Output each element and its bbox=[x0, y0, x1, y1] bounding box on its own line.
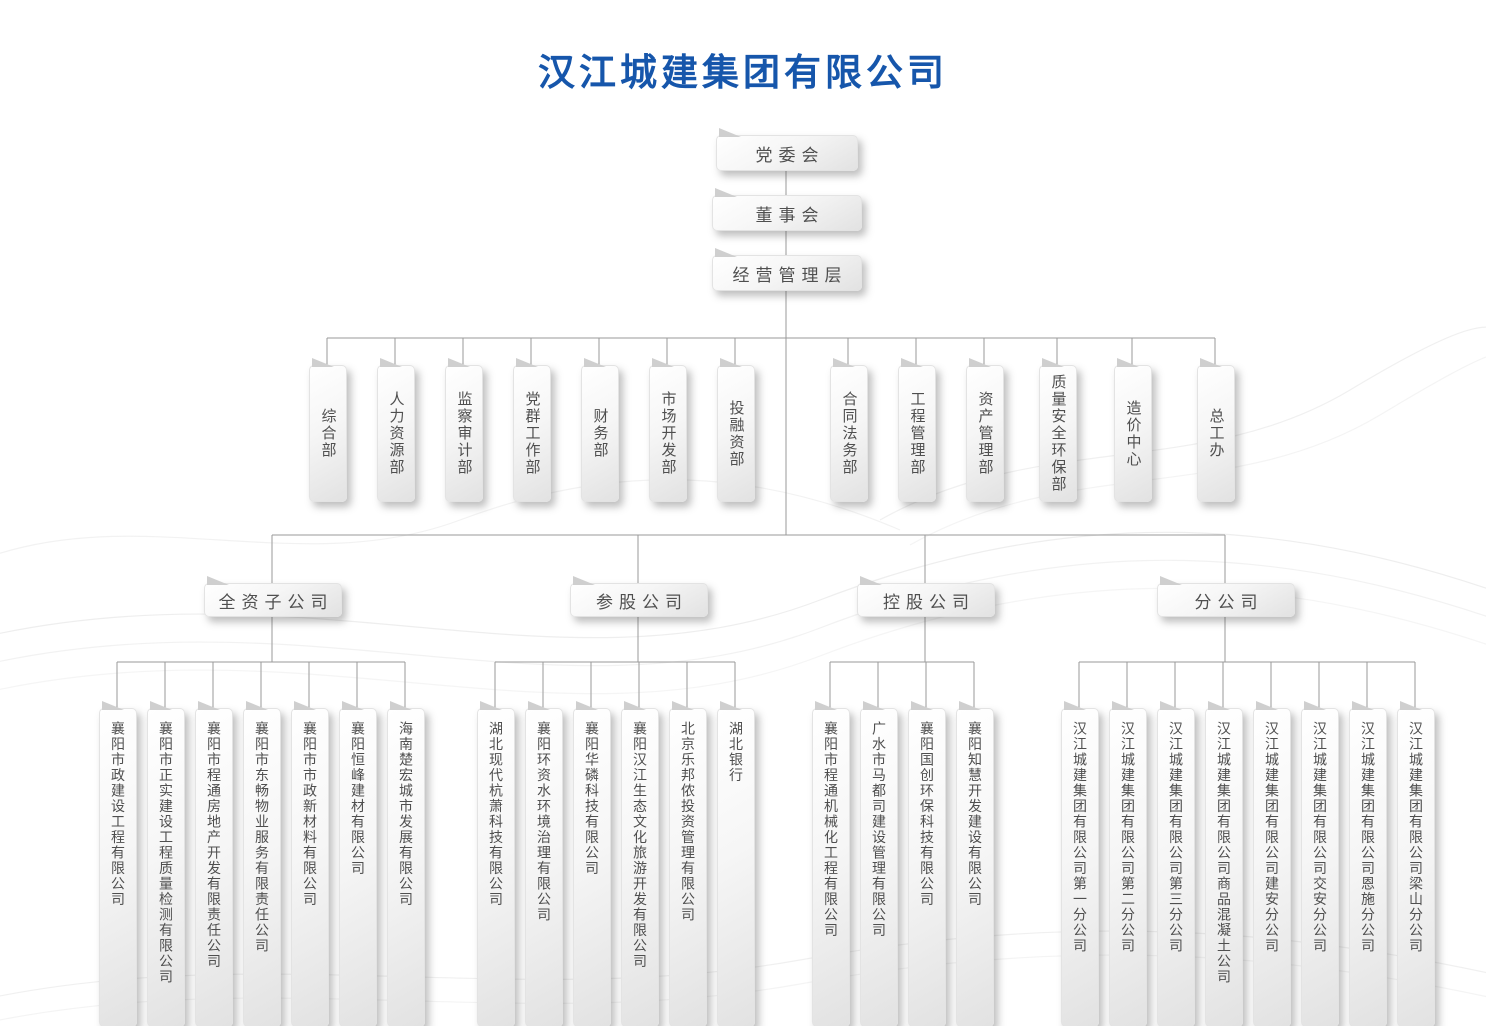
company-box-label: 湖北银行 bbox=[728, 721, 744, 783]
department-box-label: 人力资源部 bbox=[387, 391, 405, 476]
department-box: 财务部 bbox=[581, 358, 619, 502]
company-box-label: 襄阳市政建设工程有限公司 bbox=[110, 721, 126, 907]
company-box-label: 襄阳市程通机械化工程有限公司 bbox=[823, 721, 839, 938]
company-box: 襄阳市市政新材料有限公司 bbox=[291, 701, 329, 1026]
page-title: 汉江城建集团有限公司 bbox=[538, 52, 948, 93]
group-box-wholly-owned-subsidiaries-label: 全资子公司 bbox=[218, 592, 334, 612]
company-box-label: 汉江城建集团有限公司恩施分公司 bbox=[1360, 721, 1376, 954]
company-box-label: 汉江城建集团有限公司建安分公司 bbox=[1264, 721, 1280, 954]
management-layer-box-label: 经营管理层 bbox=[732, 265, 848, 285]
group-box-participating-companies: 参股公司 bbox=[570, 576, 708, 617]
company-box: 汉江城建集团有限公司第一分公司 bbox=[1061, 701, 1099, 1026]
company-box-label: 汉江城建集团有限公司第三分公司 bbox=[1168, 721, 1184, 954]
company-box-label: 襄阳市市政新材料有限公司 bbox=[302, 721, 318, 907]
company-box-label: 襄阳市程通房地产开发有限责任公司 bbox=[206, 721, 222, 969]
company-box-label: 广水市马都司建设管理有限公司 bbox=[871, 721, 887, 938]
party-committee-box-label: 党委会 bbox=[755, 145, 825, 165]
board-of-directors-box-label: 董事会 bbox=[755, 205, 825, 225]
department-box: 总工办 bbox=[1197, 358, 1235, 502]
company-box: 襄阳市程通机械化工程有限公司 bbox=[812, 701, 850, 1026]
department-box-label: 合同法务部 bbox=[840, 391, 858, 476]
company-box: 襄阳汉江生态文化旅游开发有限公司 bbox=[621, 701, 659, 1026]
company-box: 襄阳华磷科技有限公司 bbox=[573, 701, 611, 1026]
department-box-label: 资产管理部 bbox=[976, 391, 994, 476]
group-box-participating-companies-label: 参股公司 bbox=[596, 592, 688, 612]
company-box-label: 襄阳市东畅物业服务有限责任公司 bbox=[254, 721, 270, 954]
company-box-label: 海南楚宏城市发展有限公司 bbox=[398, 721, 414, 907]
company-box-label: 襄阳恒峰建材有限公司 bbox=[350, 721, 366, 876]
company-box: 襄阳市东畅物业服务有限责任公司 bbox=[243, 701, 281, 1026]
company-box-label: 汉江城建集团有限公司第一分公司 bbox=[1072, 721, 1088, 954]
company-box-label: 襄阳国创环保科技有限公司 bbox=[919, 721, 935, 907]
company-box: 海南楚宏城市发展有限公司 bbox=[387, 701, 425, 1026]
company-box: 湖北现代杭萧科技有限公司 bbox=[477, 701, 515, 1026]
department-box-label: 工程管理部 bbox=[908, 391, 926, 476]
department-box-label: 财务部 bbox=[591, 408, 609, 459]
company-box-label: 汉江城建集团有限公司商品混凝土公司 bbox=[1216, 721, 1232, 985]
group-box-holding-companies: 控股公司 bbox=[857, 576, 995, 617]
company-box: 北京乐邦侬投资管理有限公司 bbox=[669, 701, 707, 1026]
company-box: 汉江城建集团有限公司恩施分公司 bbox=[1349, 701, 1387, 1026]
company-box: 襄阳恒峰建材有限公司 bbox=[339, 701, 377, 1026]
department-box: 综合部 bbox=[309, 358, 347, 502]
company-box: 汉江城建集团有限公司建安分公司 bbox=[1253, 701, 1291, 1026]
department-box: 投融资部 bbox=[717, 358, 755, 502]
wave-line bbox=[0, 479, 901, 554]
department-box-label: 投融资部 bbox=[727, 399, 745, 468]
department-box: 合同法务部 bbox=[830, 358, 868, 502]
wave-line bbox=[0, 559, 1486, 667]
group-box-branch-companies-label: 分公司 bbox=[1194, 592, 1264, 612]
department-box: 人力资源部 bbox=[377, 358, 415, 502]
department-box: 监察审计部 bbox=[445, 358, 483, 502]
group-box-branch-companies: 分公司 bbox=[1157, 576, 1295, 617]
company-box: 广水市马都司建设管理有限公司 bbox=[860, 701, 898, 1026]
department-box-label: 总工办 bbox=[1207, 408, 1225, 459]
company-box-label: 汉江城建集团有限公司交安分公司 bbox=[1312, 721, 1328, 954]
wave-line bbox=[879, 326, 1486, 521]
department-box: 造价中心 bbox=[1114, 358, 1152, 502]
department-box: 资产管理部 bbox=[966, 358, 1004, 502]
company-box: 襄阳市程通房地产开发有限责任公司 bbox=[195, 701, 233, 1026]
company-box-label: 湖北现代杭萧科技有限公司 bbox=[488, 721, 504, 907]
company-box: 汉江城建集团有限公司第三分公司 bbox=[1157, 701, 1195, 1026]
board-of-directors-box: 董事会 bbox=[712, 188, 862, 231]
company-box: 襄阳国创环保科技有限公司 bbox=[908, 701, 946, 1026]
group-box-holding-companies-label: 控股公司 bbox=[883, 592, 975, 612]
department-box-label: 质量安全环保部 bbox=[1049, 374, 1067, 493]
department-box-label: 市场开发部 bbox=[659, 391, 677, 476]
department-box: 市场开发部 bbox=[649, 358, 687, 502]
department-box-label: 造价中心 bbox=[1124, 399, 1142, 468]
department-box-label: 综合部 bbox=[319, 408, 337, 459]
party-committee-box: 党委会 bbox=[716, 128, 858, 171]
company-box-label: 襄阳知慧开发建设有限公司 bbox=[967, 721, 983, 907]
company-box-label: 襄阳市正实建设工程质量检测有限公司 bbox=[158, 721, 174, 985]
company-box-label: 汉江城建集团有限公司第二分公司 bbox=[1120, 721, 1136, 954]
department-box-label: 党群工作部 bbox=[523, 391, 541, 476]
company-box-label: 襄阳汉江生态文化旅游开发有限公司 bbox=[632, 721, 648, 969]
department-box-label: 监察审计部 bbox=[455, 391, 473, 476]
group-box-wholly-owned-subsidiaries: 全资子公司 bbox=[204, 576, 342, 617]
company-box: 汉江城建集团有限公司梁山分公司 bbox=[1397, 701, 1435, 1026]
department-box: 党群工作部 bbox=[513, 358, 551, 502]
company-box: 襄阳市政建设工程有限公司 bbox=[99, 701, 137, 1026]
company-box-label: 襄阳华磷科技有限公司 bbox=[584, 721, 600, 876]
company-box: 湖北银行 bbox=[717, 701, 755, 1026]
management-layer-box: 经营管理层 bbox=[712, 248, 862, 291]
company-box: 襄阳知慧开发建设有限公司 bbox=[956, 701, 994, 1026]
company-box-label: 襄阳环资水环境治理有限公司 bbox=[536, 721, 552, 923]
department-box: 工程管理部 bbox=[898, 358, 936, 502]
company-box-label: 汉江城建集团有限公司梁山分公司 bbox=[1408, 721, 1424, 954]
company-box-label: 北京乐邦侬投资管理有限公司 bbox=[680, 721, 696, 923]
company-box: 襄阳市正实建设工程质量检测有限公司 bbox=[147, 701, 185, 1026]
company-box: 汉江城建集团有限公司交安分公司 bbox=[1301, 701, 1339, 1026]
department-box: 质量安全环保部 bbox=[1039, 358, 1077, 502]
company-box: 襄阳环资水环境治理有限公司 bbox=[525, 701, 563, 1026]
company-box: 汉江城建集团有限公司商品混凝土公司 bbox=[1205, 701, 1243, 1026]
company-box: 汉江城建集团有限公司第二分公司 bbox=[1109, 701, 1147, 1026]
